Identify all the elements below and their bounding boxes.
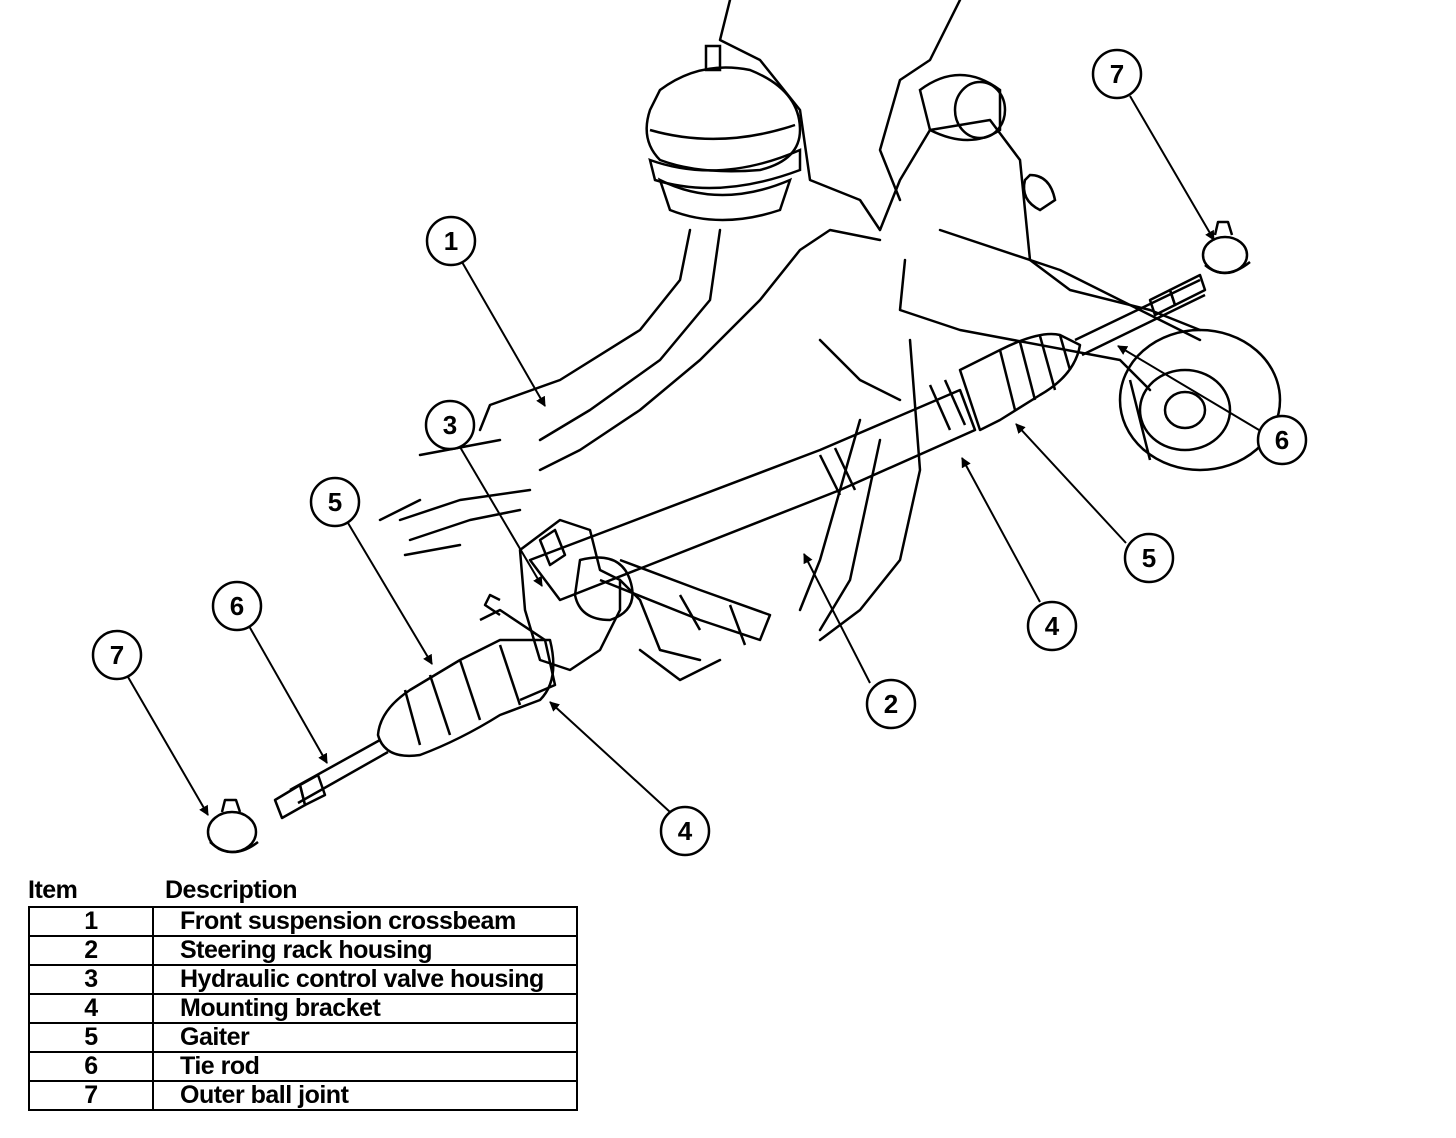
legend-item-number: 2 [28,935,154,966]
callout-4-left: 4 [659,805,711,857]
svg-text:1: 1 [444,226,458,256]
legend-item-description: Tie rod [152,1051,578,1082]
table-row: 2 Steering rack housing [28,935,578,966]
callout-5-right: 5 [1123,532,1175,584]
svg-text:4: 4 [1045,611,1060,641]
legend-table: 1 Front suspension crossbeam 2 Steering … [28,906,578,1111]
legend-item-description: Hydraulic control valve housing [152,964,578,995]
legend-item-description: Gaiter [152,1022,578,1053]
svg-text:6: 6 [230,591,244,621]
bushing-drawing [1118,328,1282,472]
svg-text:7: 7 [1110,59,1124,89]
table-row: 1 Front suspension crossbeam [28,906,578,937]
legend-item-number: 5 [28,1022,154,1053]
callout-6-right: 6 [1256,414,1308,466]
callout-3: 3 [424,399,476,451]
legend-item-description: Outer ball joint [152,1080,578,1111]
legend-item-number: 4 [28,993,154,1024]
legend-item-description: Mounting bracket [152,993,578,1024]
callout-7-right: 7 [1091,48,1143,100]
steering-rack-drawing [206,220,1251,854]
svg-text:5: 5 [1142,543,1156,573]
svg-text:3: 3 [443,410,457,440]
callout-2: 2 [865,678,917,730]
legend-item-number: 7 [28,1080,154,1111]
table-row: 7 Outer ball joint [28,1080,578,1111]
leader-lines [127,95,1260,816]
table-row: 4 Mounting bracket [28,993,578,1024]
legend-header-item: Item [28,876,78,904]
strut-mount-drawing [645,44,1057,222]
legend-item-number: 1 [28,906,154,937]
steering-rack-diagram: 1 2 3 4 4 5 5 6 6 7 7 [91,0,1308,857]
table-row: 3 Hydraulic control valve housing [28,964,578,995]
legend-item-number: 6 [28,1051,154,1082]
callout-4-right: 4 [1026,600,1078,652]
legend-item-description: Front suspension crossbeam [152,906,578,937]
svg-text:2: 2 [884,689,898,719]
crossbeam-drawing [378,0,1202,682]
callout-7-left: 7 [91,629,143,681]
callout-1: 1 [425,215,477,267]
svg-text:7: 7 [110,640,124,670]
table-row: 6 Tie rod [28,1051,578,1082]
callout-5-left: 5 [309,476,361,528]
legend-item-number: 3 [28,964,154,995]
callout-6-left: 6 [211,580,263,632]
table-row: 5 Gaiter [28,1022,578,1053]
legend-header-description: Description [165,876,298,904]
svg-text:4: 4 [678,816,693,846]
legend-header: Item Description [28,876,578,906]
parts-legend: Item Description 1 Front suspension cros… [28,876,578,1111]
svg-text:5: 5 [328,487,342,517]
svg-text:6: 6 [1275,425,1289,455]
legend-item-description: Steering rack housing [152,935,578,966]
